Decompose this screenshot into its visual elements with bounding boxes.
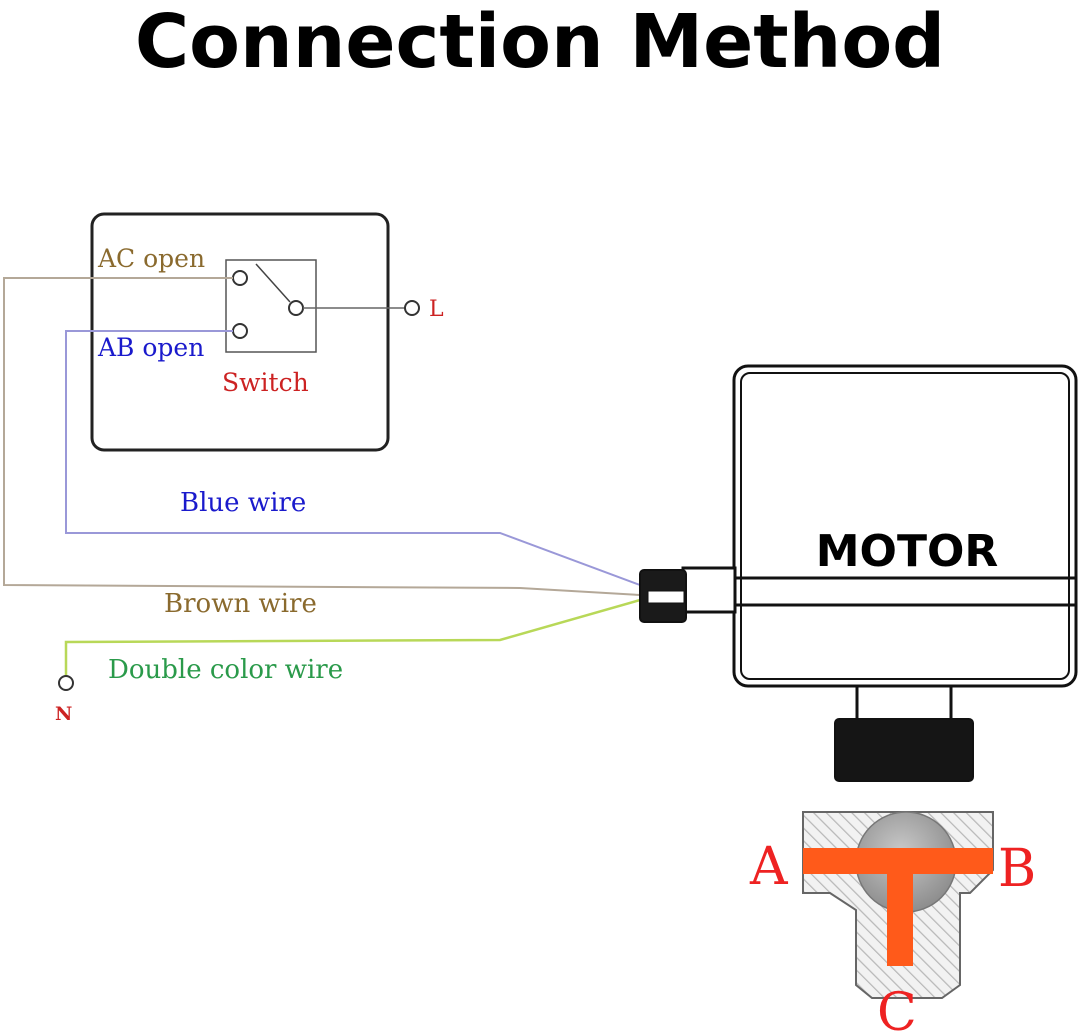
live-terminal-icon [404, 300, 420, 316]
page-title: Connection Method [134, 0, 946, 85]
motor-label: MOTOR [816, 526, 999, 577]
double-color-wire [64, 598, 641, 677]
switch-label: Switch [222, 368, 309, 397]
motor-actuator: MOTOR [639, 364, 1078, 782]
port-b-label: B [998, 839, 1036, 899]
port-a-label: A [749, 837, 789, 897]
port-c-label: C [877, 983, 917, 1034]
neutral-terminal-label: N [55, 703, 72, 725]
cable-gland [681, 566, 737, 614]
live-terminal-label: L [429, 297, 444, 322]
brown-wire-label: Brown wire [164, 589, 317, 619]
ab-contact [232, 323, 248, 339]
blue-wire-label: Blue wire [180, 488, 306, 518]
ac-contact [232, 270, 248, 286]
ac-open-label: AC open [97, 244, 205, 273]
blue-wire [65, 330, 641, 586]
double-color-wire-label: Double color wire [108, 655, 343, 685]
valve-nut [834, 718, 974, 782]
ab-open-label: AB open [97, 333, 204, 362]
neutral-terminal-icon [58, 675, 74, 691]
switch-blade [255, 263, 291, 303]
common-contact [288, 300, 304, 316]
brown-wire [3, 277, 641, 596]
port-c-channel [887, 848, 913, 966]
valve-cross-section [802, 811, 994, 999]
